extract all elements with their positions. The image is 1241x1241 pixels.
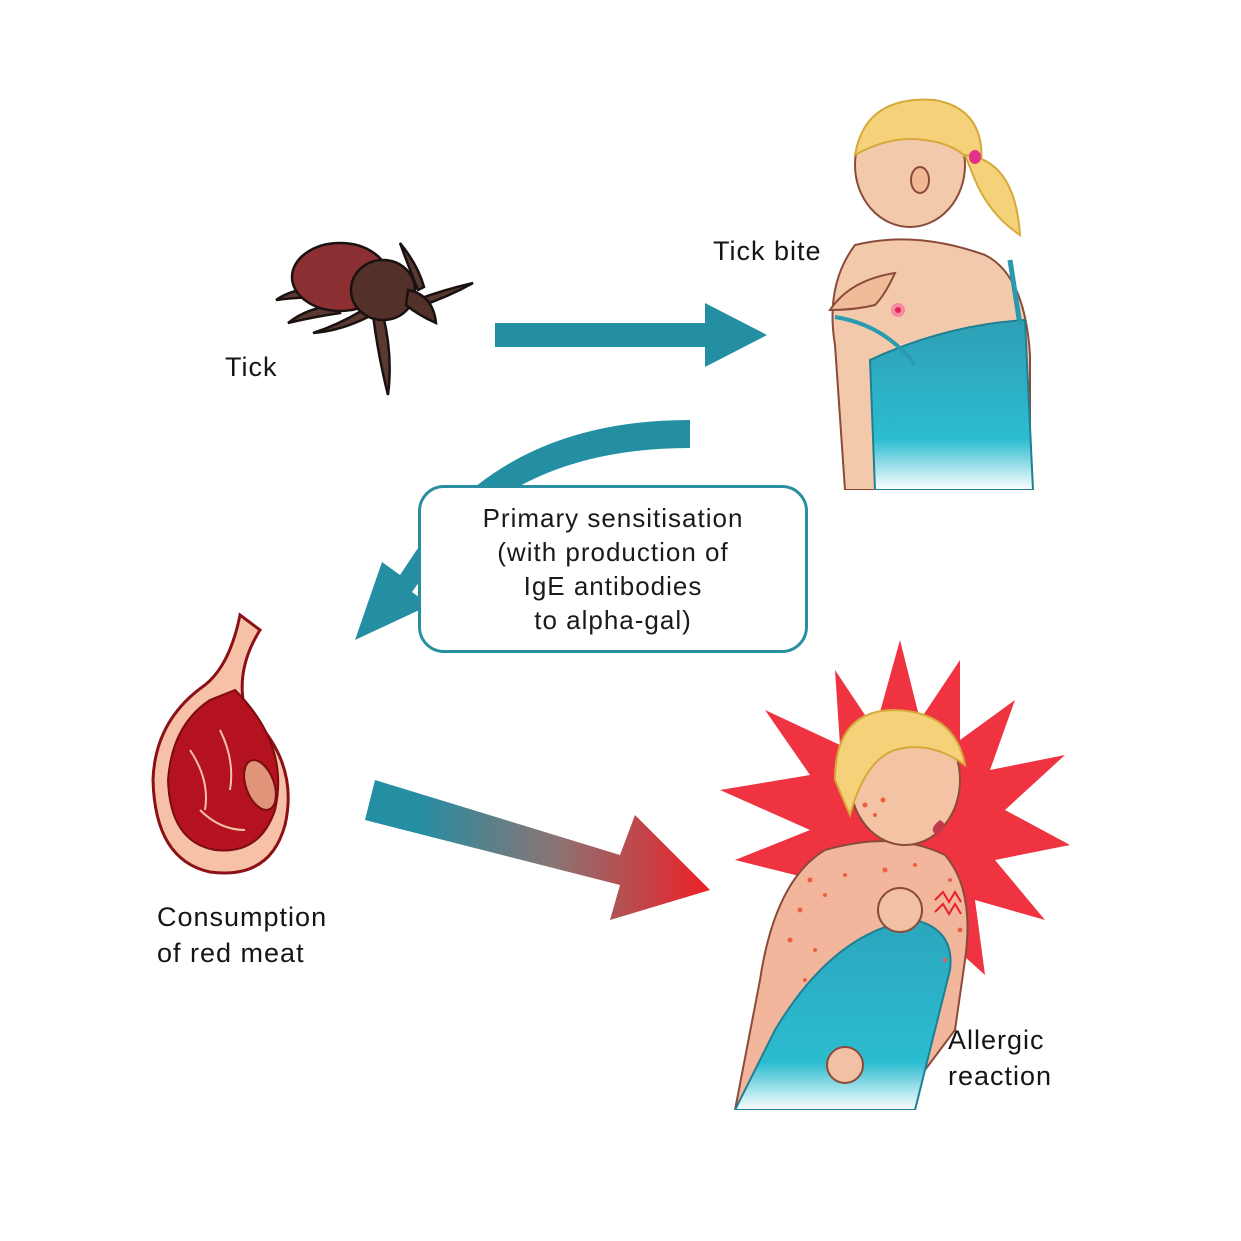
allergic-reaction-illustration <box>720 640 1070 1110</box>
tick-label: Tick <box>225 352 278 382</box>
allergic-label-line-2: reaction <box>948 1061 1053 1091</box>
sensitisation-line-1: Primary sensitisation <box>482 503 744 533</box>
curved-arrow-icon <box>355 420 690 640</box>
arrow-right-icon <box>495 303 767 367</box>
primary-sensitisation-box: Primary sensitisation (with production o… <box>418 485 808 653</box>
sensitisation-line-4: to alpha-gal) <box>534 605 692 635</box>
allergic-label-line-1: Allergic <box>948 1025 1045 1055</box>
gradient-arrow-icon <box>365 780 710 920</box>
sensitisation-line-3: IgE antibodies <box>523 571 703 601</box>
consumption-label-line-2: of red meat <box>157 938 305 968</box>
tick-bite-person-illustration <box>828 98 1035 490</box>
consumption-label-line-1: Consumption <box>157 902 328 932</box>
sensitisation-line-2: (with production of <box>497 537 729 567</box>
red-meat-icon <box>151 612 290 875</box>
tick-shield <box>349 258 417 322</box>
tick-icon <box>275 241 474 396</box>
tick-bite-label: Tick bite <box>713 236 822 266</box>
